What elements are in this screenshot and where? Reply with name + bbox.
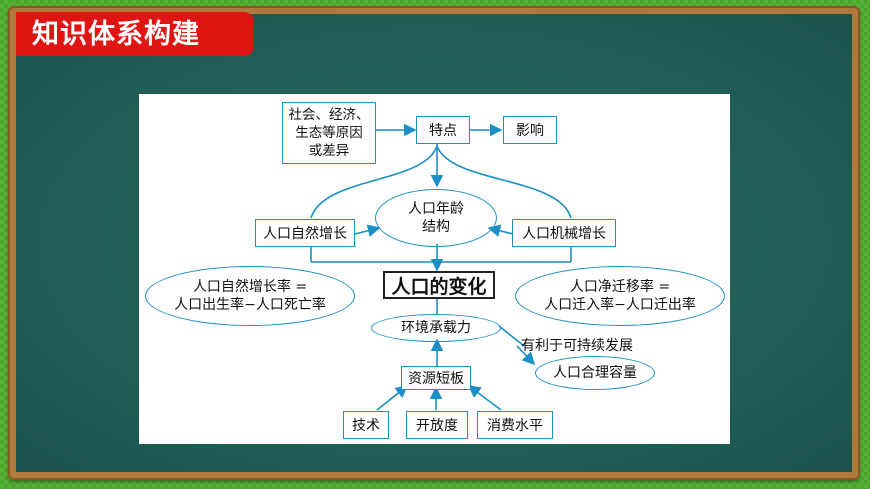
title-tab — [16, 12, 254, 56]
sustainable-text: 有利于可持续发展 — [521, 338, 633, 354]
consumption-level-box: 消费水平 — [477, 411, 553, 439]
natural-growth-box: 人口自然增长 — [255, 219, 355, 247]
reasonable-capacity-ellipse: 人口合理容量 — [535, 356, 655, 390]
center-title-box: 人口的变化 — [383, 271, 495, 299]
arrow-mechanical-to-age — [487, 224, 514, 237]
arrow-tech-to-resource — [376, 385, 409, 411]
arrow-natural-to-age — [354, 224, 381, 237]
features-box: 特点 — [416, 116, 470, 144]
diagram-connectors — [310, 123, 572, 411]
resource-shortboard-box: 资源短板 — [401, 366, 471, 390]
technology-box: 技术 — [343, 411, 389, 439]
factors-box: 社会、经济、 生态等原因 或差异 — [282, 102, 376, 164]
curve-features-to-mechanical — [436, 145, 572, 219]
arrow-to-reasonable — [516, 345, 536, 366]
age-structure-ellipse: 人口年龄 结构 — [375, 189, 497, 247]
curve-features-to-natural — [310, 145, 438, 219]
openness-box: 开放度 — [406, 411, 468, 439]
diagram-panel: 社会、经济、 生态等原因 或差异 特点 影响 人口年龄 结构 人口自然增长 人口… — [139, 94, 730, 444]
carrying-capacity-ellipse: 环境承载力 — [371, 314, 501, 342]
slide-title: 知识体系构建 — [32, 19, 200, 50]
net-migration-rate-ellipse: 人口净迁移率 = 人口迁入率−人口迁出率 — [515, 266, 725, 326]
line-capacity-to-sustainable — [498, 325, 525, 347]
arrow-consume-to-resource — [467, 385, 502, 411]
natural-growth-rate-ellipse: 人口自然增长率 = 人口出生率−人口死亡率 — [145, 266, 355, 326]
mechanical-growth-box: 人口机械增长 — [512, 219, 616, 247]
influence-box: 影响 — [503, 116, 557, 144]
